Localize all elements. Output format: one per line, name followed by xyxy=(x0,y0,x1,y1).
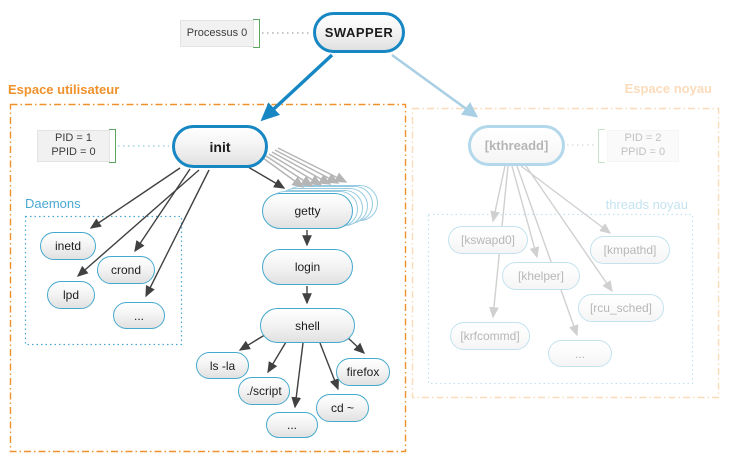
node-rcu-sched: [rcu_sched] xyxy=(578,294,664,322)
node-firefox: firefox xyxy=(336,358,390,386)
node-daemons-more: ... xyxy=(113,302,165,329)
node-swapper: SWAPPER xyxy=(313,12,405,53)
kthreadd-pid-text: PID = 2 xyxy=(624,132,662,145)
node-shell: shell xyxy=(260,308,355,343)
node-khelper: [khelper] xyxy=(502,262,580,290)
swapper-annotation: Processus 0 xyxy=(180,20,254,47)
node-inetd: inetd xyxy=(40,232,96,260)
init-pid-text: PID = 1 xyxy=(55,132,92,145)
kthreadd-pid-annotation: PID = 2 PPID = 0 xyxy=(607,130,679,162)
node-ls-la: ls -la xyxy=(196,352,249,379)
init-pid-annotation: PID = 1 PPID = 0 xyxy=(37,130,110,162)
kernel-threads-title: threads noyau xyxy=(605,197,688,212)
init-pid-bracket xyxy=(109,129,116,163)
node-kswapd0: [kswapd0] xyxy=(448,226,528,254)
kthreadd-ppid-text: PPID = 0 xyxy=(620,146,666,158)
node-crond: crond xyxy=(97,256,155,284)
swapper-annotation-text: Processus 0 xyxy=(186,26,248,39)
kernel-space-title: Espace noyau xyxy=(624,81,712,96)
node-cd-home: cd ~ xyxy=(316,394,369,422)
swapper-annotation-bracket xyxy=(253,19,260,48)
node-lpd: lpd xyxy=(47,281,95,309)
node-init: init xyxy=(172,125,268,168)
kthreadd-pid-bracket xyxy=(598,129,605,163)
init-ppid-text: PPID = 0 xyxy=(51,146,96,158)
node-login: login xyxy=(262,249,353,285)
node-krfcommd: [krfcommd] xyxy=(450,322,530,350)
node-kernel-threads-more: ... xyxy=(548,340,612,367)
node-script: ./script xyxy=(238,377,290,405)
daemons-title: Daemons xyxy=(25,196,81,211)
node-shell-more: ... xyxy=(266,412,318,438)
node-kmpathd: [kmpathd] xyxy=(590,236,670,264)
node-getty: getty xyxy=(262,193,353,229)
node-kthreadd: [kthreadd] xyxy=(468,125,565,166)
user-space-title: Espace utilisateur xyxy=(8,82,120,97)
